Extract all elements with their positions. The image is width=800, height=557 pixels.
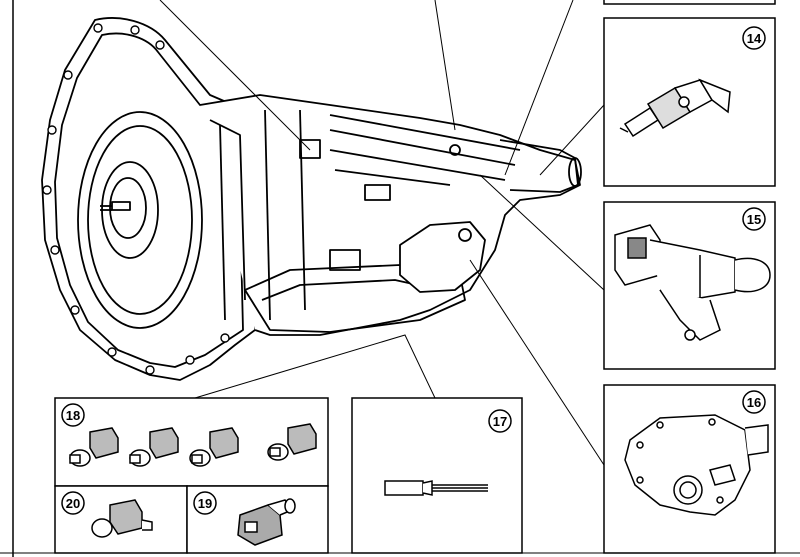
sensor-15-illustration bbox=[614, 224, 771, 341]
solenoid-set-18-illustration bbox=[69, 423, 317, 467]
callout-circle-14 bbox=[742, 26, 766, 50]
solenoid-20-illustration bbox=[91, 499, 153, 538]
callout-number-20: 20 bbox=[66, 496, 80, 511]
callout-number-17: 17 bbox=[493, 414, 507, 429]
callout-number-19: 19 bbox=[198, 496, 212, 511]
solenoid-18d bbox=[267, 423, 317, 461]
leader-lines bbox=[159, 0, 605, 466]
solenoid-19-illustration bbox=[237, 498, 296, 546]
callout-circle-18 bbox=[61, 403, 85, 427]
callout-number-16: 16 bbox=[747, 395, 761, 410]
solenoid-18a bbox=[69, 427, 119, 467]
callout-box-17: 17 bbox=[351, 397, 523, 554]
callout-box-18: 18 bbox=[54, 397, 329, 487]
callout-number-18: 18 bbox=[66, 408, 80, 423]
callout-number-14: 14 bbox=[747, 31, 762, 46]
callout-number-15: 15 bbox=[747, 212, 761, 227]
callout-box-20: 20 bbox=[54, 485, 188, 554]
callout-box-14: 14 bbox=[603, 17, 776, 187]
sensor-17-illustration bbox=[384, 480, 488, 496]
callout-box-16: 16 bbox=[603, 384, 776, 554]
solenoid-18b bbox=[129, 427, 179, 467]
callout-box-15: 15 bbox=[603, 201, 776, 370]
callout-box-19: 19 bbox=[186, 485, 329, 554]
callout-circle-20 bbox=[61, 491, 85, 515]
sensor-16-illustration bbox=[624, 414, 769, 516]
callout-circle-15 bbox=[742, 207, 766, 231]
callout-circle-19 bbox=[193, 491, 217, 515]
callout-circle-17 bbox=[488, 409, 512, 433]
sensor-14-illustration bbox=[619, 78, 731, 138]
solenoid-18c bbox=[189, 427, 239, 467]
partial-top-box bbox=[603, 0, 776, 5]
callout-circle-16 bbox=[742, 390, 766, 414]
transmission-assembly bbox=[41, 17, 582, 381]
